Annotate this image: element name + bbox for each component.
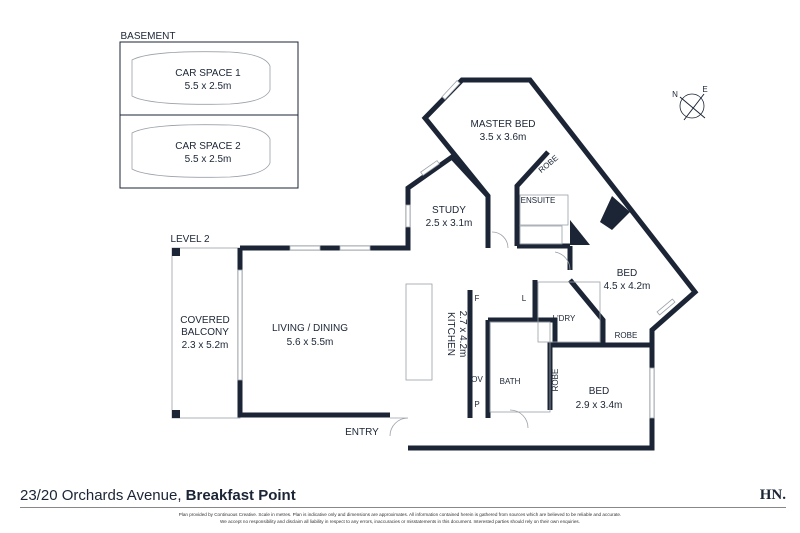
bed-1-label: BED (617, 268, 638, 279)
living-dining-label: LIVING / DINING (272, 323, 348, 334)
agency-logo: HN. (759, 487, 786, 503)
kitchen-size: 2.7 x 4.2m (457, 311, 468, 358)
walls (171, 77, 699, 451)
bed-2-size: 2.9 x 3.4m (576, 400, 623, 411)
study-label: STUDY (432, 205, 466, 216)
bed-2-robe-label: ROBE (551, 369, 560, 392)
car-space-1-label: CAR SPACE 1 (175, 68, 241, 79)
bed-2-label: BED (589, 386, 610, 397)
entry-door[interactable] (389, 417, 409, 437)
address-suburb: Breakfast Point (185, 487, 296, 504)
living-dining-size: 5.6 x 5.5m (287, 337, 334, 348)
study-size: 2.5 x 3.1m (426, 218, 473, 229)
car-space-2-size: 5.5 x 2.5m (185, 154, 232, 165)
pantry-label: P (474, 400, 479, 409)
laundry-label: L'DRY (553, 314, 576, 323)
bed-1-size: 4.5 x 4.2m (604, 281, 651, 292)
entry-label: ENTRY (345, 427, 379, 438)
car-space-2-label: CAR SPACE 2 (175, 141, 241, 152)
level-label: LEVEL 2 (170, 234, 210, 245)
compass-icon: N E (672, 85, 708, 121)
master-bed-label: MASTER BED (470, 119, 535, 130)
address-street: 23/20 Orchards Avenue, (20, 487, 182, 504)
bed2-door[interactable] (509, 409, 529, 429)
compass-north: N (672, 90, 678, 99)
balcony-label-2: BALCONY (181, 327, 229, 338)
compass-east: E (702, 85, 707, 94)
bath-label: BATH (500, 377, 521, 386)
ensuite-label: ENSUITE (521, 196, 556, 205)
bed-1-robe-label: ROBE (615, 331, 638, 340)
master-robe-label: ROBE (537, 153, 560, 174)
car-icon (131, 51, 271, 105)
bathtub (519, 225, 563, 245)
basement-plan: BASEMENT CAR SPACE 1 5.5 x 2.5m CAR SPAC… (119, 31, 299, 189)
linen-label: L (522, 294, 527, 303)
master-bed-size: 3.5 x 3.6m (480, 132, 527, 143)
oven-label: OV (471, 375, 483, 384)
kitchen-island (405, 283, 433, 381)
property-address: 23/20 Orchards Avenue, Breakfast Point (20, 487, 296, 504)
study-door[interactable] (491, 231, 509, 249)
bed-door[interactable] (554, 251, 571, 271)
balcony-size: 2.3 x 5.2m (182, 340, 229, 351)
disclaimer-line-2: We accept no responsibility and disclaim… (220, 519, 580, 524)
car-space-1-size: 5.5 x 2.5m (185, 81, 232, 92)
kitchen-label: KITCHEN (445, 312, 456, 356)
balcony-label-1: COVERED (180, 315, 229, 326)
car-icon (131, 124, 271, 178)
disclaimer-line-1: Plan provided by Continuous Creative. Sc… (178, 512, 622, 517)
footer-divider (20, 507, 786, 508)
fridge-label: F (475, 294, 480, 303)
basement-label: BASEMENT (120, 31, 175, 42)
